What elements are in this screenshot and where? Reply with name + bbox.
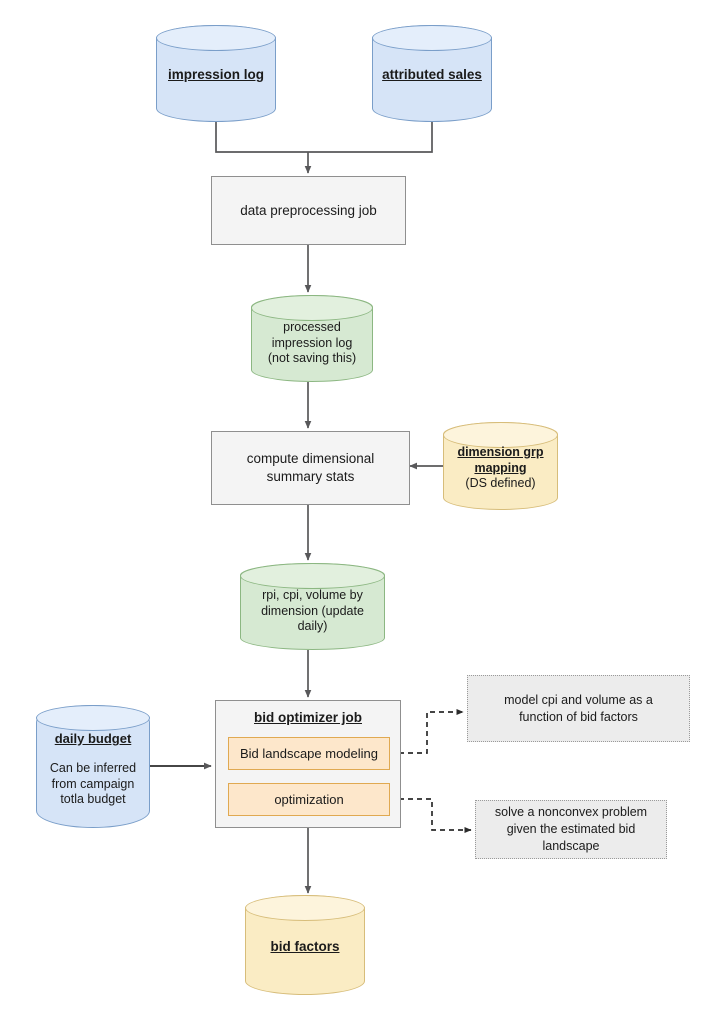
datastore-bid-factors[interactable]: bid factors (245, 895, 365, 995)
label-line-2: mapping (474, 460, 527, 475)
subprocess-optimization-label: optimization (274, 792, 344, 807)
cylinder-top (36, 705, 150, 731)
note-line-1: solve a nonconvex problem (494, 805, 648, 820)
label-line-1: Can be inferred (49, 761, 137, 775)
process-compute-label: compute dimensional summary stats (247, 450, 375, 485)
datastore-processed-impression-log-label: processed impression log (not saving thi… (251, 320, 373, 367)
datastore-attributed-sales-label: attributed sales (382, 67, 482, 82)
note-bid-landscape-modeling: model cpi and volume as a function of bi… (467, 675, 690, 742)
label-line-2: impression log (271, 335, 353, 350)
datastore-processed-impression-log[interactable]: processed impression log (not saving thi… (251, 295, 373, 382)
datastore-daily-budget-note: Can be inferred from campaign totla budg… (36, 761, 150, 808)
datastore-impression-log-label: impression log (167, 67, 265, 82)
cylinder-top (156, 25, 276, 51)
cylinder-top (245, 895, 365, 921)
datastore-dimension-grp-mapping-label: dimension grp mapping (DS defined) (443, 445, 558, 492)
label-line-2: from campaign (51, 776, 135, 791)
note-line-1: model cpi and volume as a (504, 692, 653, 707)
subprocess-bid-landscape-modeling[interactable]: Bid landscape modeling (228, 737, 390, 770)
label-line-1: compute dimensional (246, 451, 375, 467)
note-line-2: function of bid factors (519, 709, 638, 724)
label-line-1: processed (283, 320, 341, 334)
label-line-1: rpi, cpi, volume by (262, 588, 363, 602)
edge-impression-to-preprocessing (215, 122, 308, 153)
cylinder-top (251, 295, 373, 321)
note-line-2: given the estimated bid (506, 822, 636, 837)
datastore-daily-budget-title: daily budget (54, 731, 132, 746)
note-bid-landscape-text: model cpi and volume as a function of bi… (504, 692, 653, 726)
datastore-impression-log[interactable]: impression log (156, 25, 276, 122)
label-line-2: summary stats (266, 469, 355, 484)
cylinder-top (240, 563, 385, 589)
cylinder-top (443, 422, 558, 448)
note-line-3: landscape (542, 838, 600, 853)
label-line-3: totla budget (60, 792, 126, 807)
datastore-rpi-cpi-volume-label: rpi, cpi, volume by dimension (update da… (240, 588, 385, 635)
subprocess-optimization[interactable]: optimization (228, 783, 390, 816)
datastore-bid-factors-label: bid factors (270, 939, 340, 954)
datastore-attributed-sales[interactable]: attributed sales (372, 25, 492, 122)
process-data-preprocessing-job-label: data preprocessing job (240, 202, 377, 218)
datastore-dimension-grp-mapping[interactable]: dimension grp mapping (DS defined) (443, 422, 558, 510)
label-line-1: dimension grp (457, 445, 544, 459)
label-line-2: dimension (update (261, 603, 364, 618)
label-line-3: daily) (297, 619, 328, 634)
process-bid-optimizer-job-title: bid optimizer job (254, 710, 362, 725)
datastore-rpi-cpi-volume[interactable]: rpi, cpi, volume by dimension (update da… (240, 563, 385, 650)
edge-attributed-to-preprocessing (308, 122, 433, 153)
datastore-daily-budget[interactable]: daily budget Can be inferred from campai… (36, 705, 150, 828)
label-line-3: (not saving this) (267, 351, 357, 366)
process-compute-dimensional-summary-stats[interactable]: compute dimensional summary stats (211, 431, 410, 505)
process-bid-optimizer-job[interactable]: bid optimizer job Bid landscape modeling… (215, 700, 401, 828)
note-optimization-text: solve a nonconvex problem given the esti… (495, 804, 647, 855)
label-line-3: (DS defined) (465, 476, 536, 491)
cylinder-top (372, 25, 492, 51)
process-data-preprocessing-job[interactable]: data preprocessing job (211, 176, 406, 245)
note-optimization: solve a nonconvex problem given the esti… (475, 800, 667, 859)
subprocess-bid-landscape-modeling-label: Bid landscape modeling (239, 746, 379, 761)
